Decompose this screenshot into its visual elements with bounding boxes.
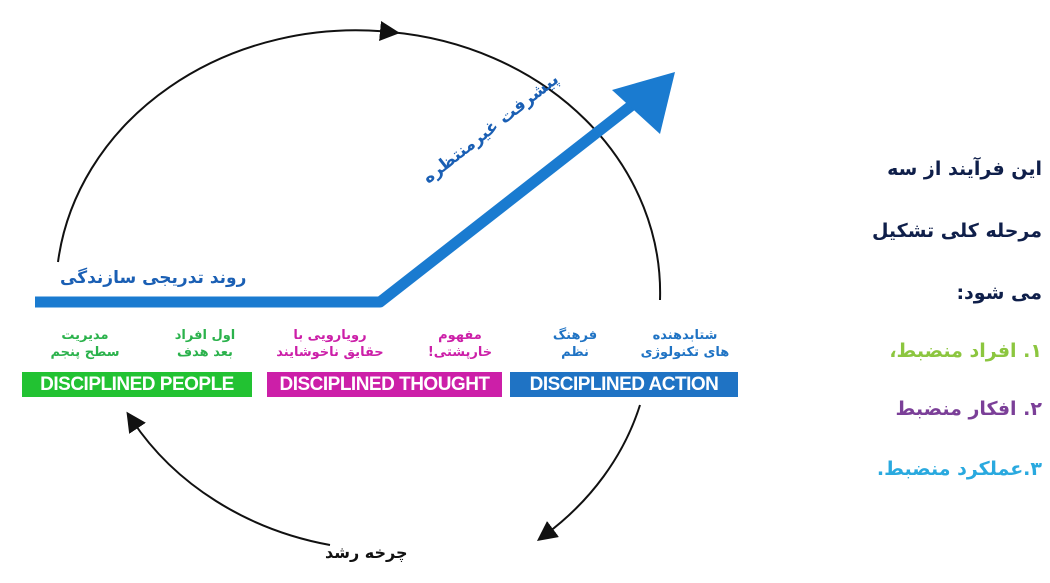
cycle-arc-right xyxy=(536,404,641,541)
cycle-label: چرخه رشد xyxy=(325,543,408,562)
growth-arrow-line xyxy=(35,90,649,308)
item-action: ۳.عملکرد منضبط. xyxy=(876,458,1042,480)
cycle-arc-left xyxy=(126,411,331,546)
item-people: ۱. افراد منضبط، xyxy=(889,340,1042,362)
intro-line-2: مرحله کلی تشکیل xyxy=(871,220,1042,242)
intro-line-1: این فرآیند از سه xyxy=(887,158,1042,180)
intro-line-3: می شود: xyxy=(956,282,1042,304)
growth-arrow-head xyxy=(612,72,675,134)
stage-thought: DISCIPLINED THOUGHT xyxy=(267,372,502,397)
stage-people: DISCIPLINED PEOPLE xyxy=(22,372,252,397)
gradual-label: روند تدریجی سازندگی xyxy=(60,268,247,288)
cycle-arc-top-right xyxy=(389,31,662,301)
stage-action: DISCIPLINED ACTION xyxy=(510,372,738,397)
cycle-arc-top xyxy=(57,21,400,263)
item-thought: ۲. افکار منضبط xyxy=(895,398,1042,420)
